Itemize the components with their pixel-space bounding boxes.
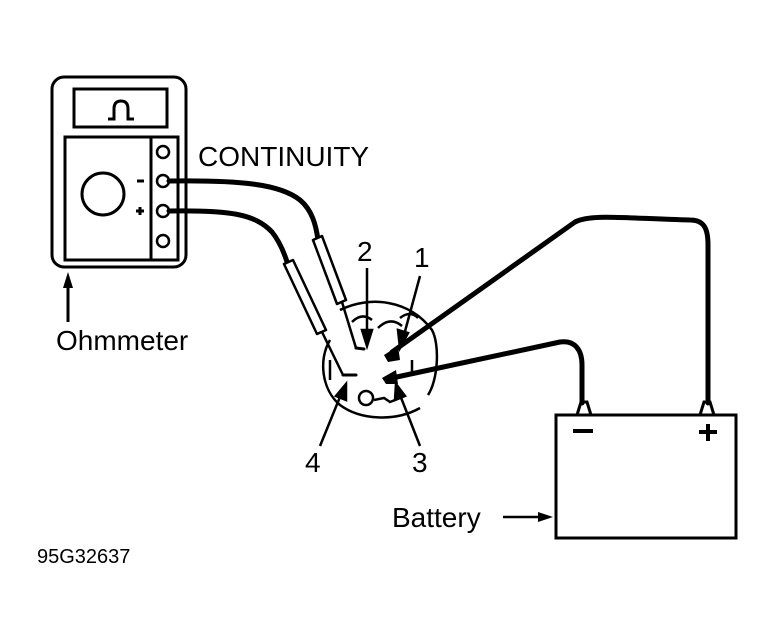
ohmmeter [50, 75, 188, 269]
terminal-1-label: 1 [414, 242, 430, 273]
dial-knob [80, 171, 126, 217]
battery-arrow [503, 512, 553, 522]
negative-post [575, 400, 593, 416]
pulse-icon [108, 99, 134, 121]
test-leads [166, 178, 366, 377]
battery-wires [389, 214, 711, 406]
ohmmeter-panel [63, 135, 180, 262]
jack-4 [155, 233, 171, 249]
ohmmeter-case [50, 75, 188, 269]
figure-id: 95G32637 [37, 546, 131, 568]
battery [554, 400, 738, 540]
continuity-label: CONTINUITY [198, 141, 370, 172]
ohmmeter-label: Ohmmeter [56, 325, 189, 356]
connector [322, 300, 439, 419]
terminal-4-label: 4 [305, 447, 321, 478]
terminal-arrows [318, 268, 422, 447]
battery-case [554, 413, 738, 540]
terminal-3-label: 3 [412, 447, 428, 478]
battery-label: Battery [392, 502, 481, 533]
wire-terminals [382, 346, 400, 384]
ohmmeter-display [72, 87, 169, 129]
terminal-2-label: 2 [357, 236, 373, 267]
positive-post [698, 400, 716, 416]
ohmmeter-arrow [63, 272, 73, 322]
jack-1 [155, 144, 171, 160]
